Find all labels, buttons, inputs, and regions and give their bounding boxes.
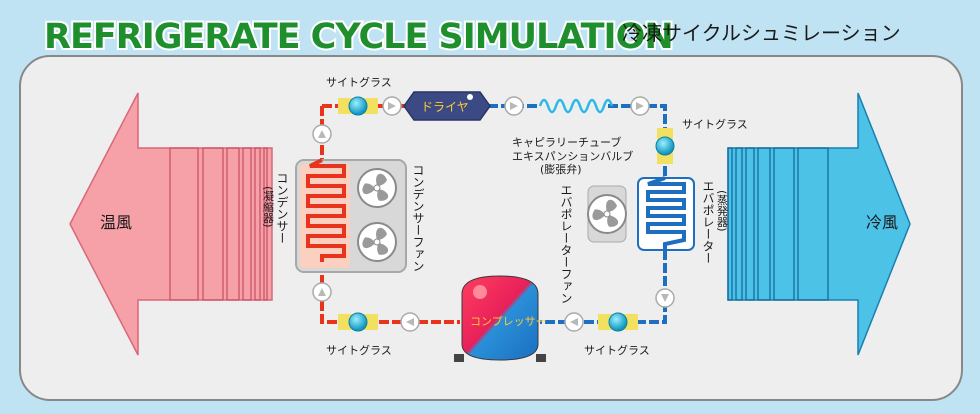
capillary-label-3: (膨張弁)	[540, 162, 582, 176]
flow-arrow-icon	[400, 312, 420, 332]
flow-arrow-icon	[655, 288, 675, 308]
sight-glass-label-bottom-right: サイトグラス	[584, 343, 650, 357]
drier: ドライヤ	[403, 91, 491, 121]
condenser-sub-label: (凝縮器)	[262, 186, 275, 228]
sight-glass-icon-bottom-left	[338, 312, 378, 332]
warm-air-label: 温風	[100, 213, 132, 232]
title-japanese: 冷凍サイクルシュミレーション	[622, 21, 901, 45]
compressor-label: コンプレッサー	[470, 315, 547, 328]
sight-glass-icon-top-right	[655, 128, 675, 164]
cold-air-label: 冷風	[866, 213, 898, 232]
capillary-label-1: キャピラリーチューブ	[512, 135, 621, 149]
cold-air-stripes	[727, 147, 829, 301]
diagram-panel	[19, 55, 963, 401]
sight-glass-label-bottom-left: サイトグラス	[326, 343, 392, 357]
capillary-label-2: エキスパンションバルブ	[512, 149, 633, 163]
evaporator-fan-icon	[587, 194, 627, 234]
drier-label: ドライヤ	[421, 100, 469, 114]
evaporator-coil	[646, 176, 686, 250]
sight-glass-icon-bottom-right	[598, 312, 638, 332]
sight-glass-icon-top-left	[338, 96, 378, 116]
evaporator-sub-label: (蒸発器)	[716, 190, 729, 232]
flow-arrow-icon	[382, 96, 402, 116]
flow-arrow-icon	[312, 282, 332, 302]
sight-glass-label-top-left: サイトグラス	[326, 75, 392, 89]
condenser-fan-icon-bottom	[357, 222, 397, 262]
title-english: REFRIGERATE CYCLE SIMULATION	[44, 17, 673, 57]
compressor: コンプレッサー	[454, 275, 547, 362]
condenser-coil	[306, 158, 346, 262]
warm-air-stripes	[169, 147, 268, 301]
flow-arrow-icon	[312, 124, 332, 144]
warm-air-arrow	[69, 92, 273, 356]
sight-glass-label-top-right: サイトグラス	[682, 117, 748, 131]
flow-arrow-icon	[630, 96, 650, 116]
condenser-fan-label: コンデンサーファン	[411, 164, 425, 272]
condenser-label: コンデンサー	[275, 172, 289, 244]
evaporator-fan-label: エバポレーターファン	[559, 184, 573, 304]
capillary-tube	[538, 98, 614, 114]
flow-arrow-icon	[564, 312, 584, 332]
evaporator-label: エバポレーター	[701, 180, 715, 264]
flow-arrow-icon	[504, 96, 524, 116]
condenser-fan-icon-top	[357, 168, 397, 208]
